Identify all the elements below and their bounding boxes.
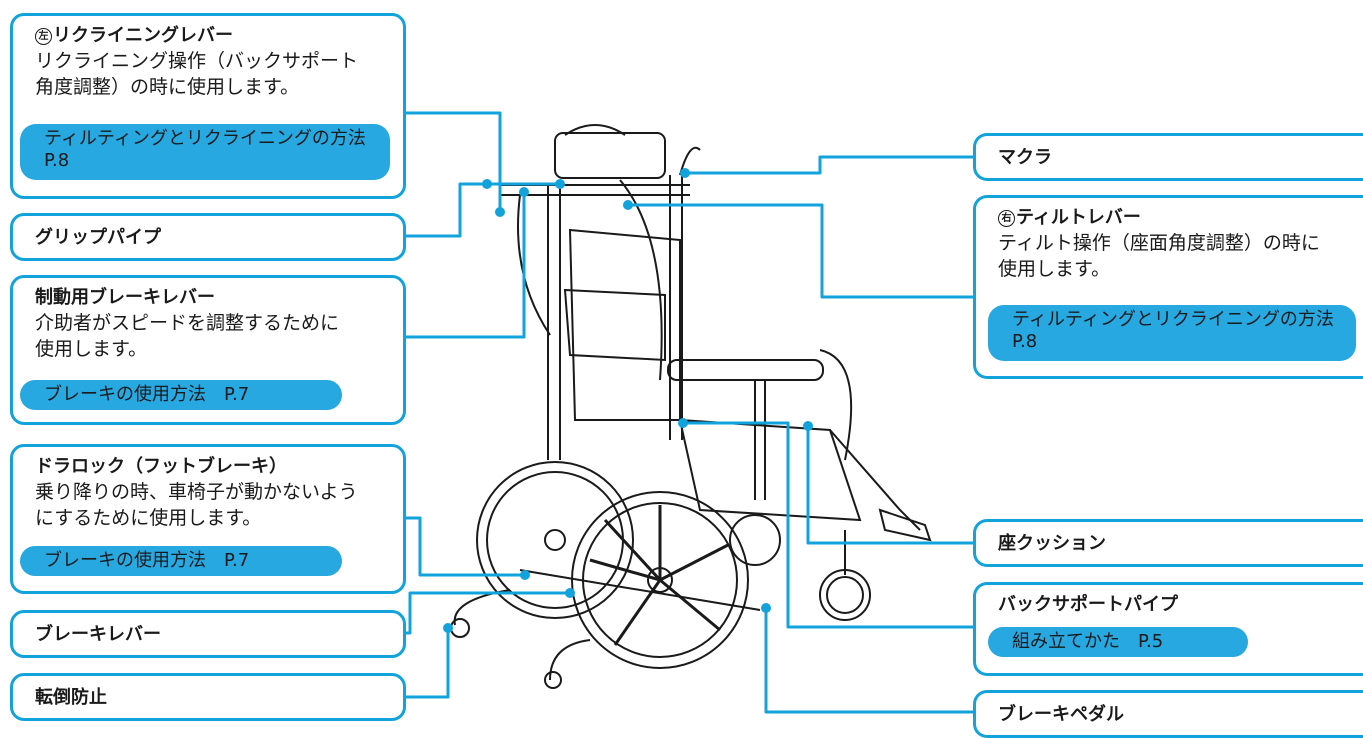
callout-brake-pedal: ブレーキペダル bbox=[973, 690, 1363, 738]
leader-drum-lock bbox=[405, 516, 525, 577]
back-support-pipe-link[interactable]: 組み立てかた P.5 bbox=[988, 627, 1248, 657]
left-rear-wheel bbox=[476, 461, 634, 619]
tilt-lever-title: 右ティルトレバー bbox=[998, 206, 1343, 230]
brake-pedal-title: ブレーキペダル bbox=[998, 704, 1124, 725]
anti-tip-title: 転倒防止 bbox=[35, 687, 107, 708]
brake-lever-title: ブレーキレバー bbox=[35, 624, 161, 645]
callout-brake-lever: ブレーキレバー bbox=[10, 610, 406, 658]
callout-grip-pipe: グリップパイプ bbox=[10, 213, 406, 261]
tilt-lever-description: ティルト操作（座面角度調整）の時に 使用します。 bbox=[998, 232, 1320, 280]
recline-lever-link[interactable]: ティルティングとリクライニングの方法 P.8 bbox=[20, 124, 390, 180]
leader-recline bbox=[405, 111, 502, 212]
recline-lever-description: リクライニング操作（バックサポート 角度調整）の時に使用します。 bbox=[35, 50, 359, 98]
armrest-shape bbox=[667, 359, 824, 381]
left-marker: 左 bbox=[35, 28, 52, 45]
control-brake-lever-description: 介助者がスピードを調整するために 使用します。 bbox=[35, 312, 340, 360]
tilt-lever-link[interactable]: ティルティングとリクライニングの方法 P.8 bbox=[988, 305, 1356, 361]
seat-cushion-title: 座クッション bbox=[998, 533, 1106, 554]
leader-brake-lever-control bbox=[405, 192, 526, 339]
drum-lock-title: ドラロック（フットブレーキ） bbox=[35, 456, 287, 477]
leader-brake-pedal bbox=[764, 608, 975, 714]
grip-pipe-title: グリップパイプ bbox=[35, 227, 161, 248]
leader-grip-pipe bbox=[405, 182, 560, 238]
right-marker: 右 bbox=[998, 210, 1015, 227]
headrest-shape bbox=[554, 132, 666, 179]
control-brake-lever-link[interactable]: ブレーキの使用方法 P.7 bbox=[20, 380, 342, 410]
callout-anti-tip: 転倒防止 bbox=[10, 673, 406, 721]
callout-seat-cushion: 座クッション bbox=[973, 519, 1363, 567]
control-brake-lever-title: 制動用ブレーキレバー bbox=[35, 287, 215, 308]
callout-headrest: マクラ bbox=[973, 133, 1363, 181]
leader-brake-lever bbox=[405, 591, 570, 635]
leader-seat-cushion bbox=[806, 426, 975, 545]
recline-lever-title: 左リクライニングレバー bbox=[35, 24, 381, 48]
leader-back-support-pipe bbox=[683, 421, 975, 629]
right-rear-wheel bbox=[571, 491, 749, 669]
drum-lock-link[interactable]: ブレーキの使用方法 P.7 bbox=[20, 546, 342, 576]
leader-headrest bbox=[685, 155, 975, 175]
leader-tilt bbox=[628, 203, 975, 299]
headrest-title: マクラ bbox=[998, 147, 1052, 168]
back-support-pipe-title: バックサポートパイプ bbox=[998, 594, 1178, 615]
drum-lock-description: 乗り降りの時、車椅子が動かないよう にするために使用します。 bbox=[35, 481, 358, 529]
leader-anti-tip bbox=[405, 628, 450, 699]
